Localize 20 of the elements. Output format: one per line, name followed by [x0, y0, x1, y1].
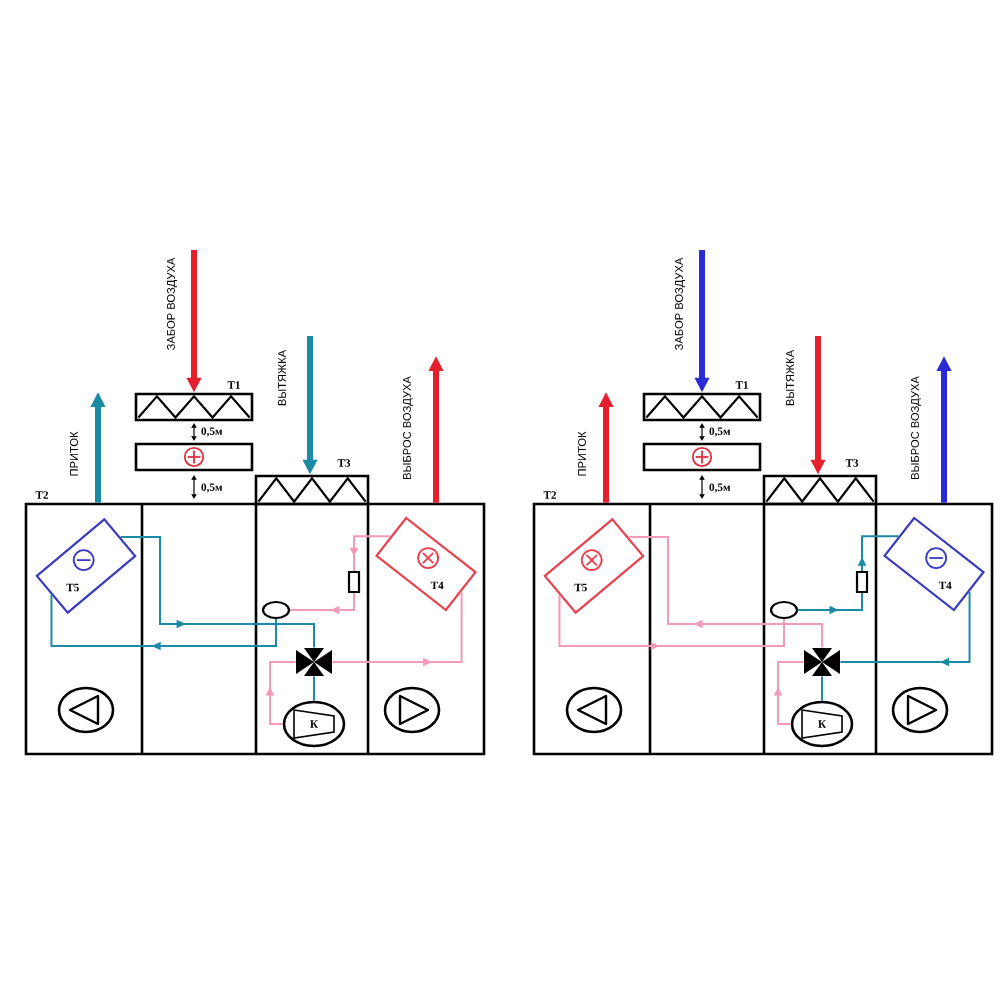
arrow: [289, 592, 355, 615]
arrow: [857, 535, 900, 572]
arrow: [773, 661, 805, 725]
fan-symbol: [565, 686, 623, 734]
rectangle-symbol: [855, 570, 869, 594]
arrow: [627, 536, 823, 649]
arrow: [265, 661, 297, 725]
arrow: [119, 536, 315, 649]
oval-symbol: [261, 600, 291, 620]
connector-line: [313, 675, 315, 702]
fan-symbol: [891, 686, 949, 734]
valve-symbol: [804, 648, 840, 676]
valve-symbol: [296, 648, 332, 676]
oval-symbol: [769, 600, 799, 620]
connector-line: [821, 675, 823, 702]
arrow: [50, 594, 277, 651]
fan-symbol: [383, 686, 441, 734]
fan-symbol: [57, 686, 115, 734]
rectangle-symbol: [347, 570, 361, 594]
arrow: [839, 590, 971, 667]
